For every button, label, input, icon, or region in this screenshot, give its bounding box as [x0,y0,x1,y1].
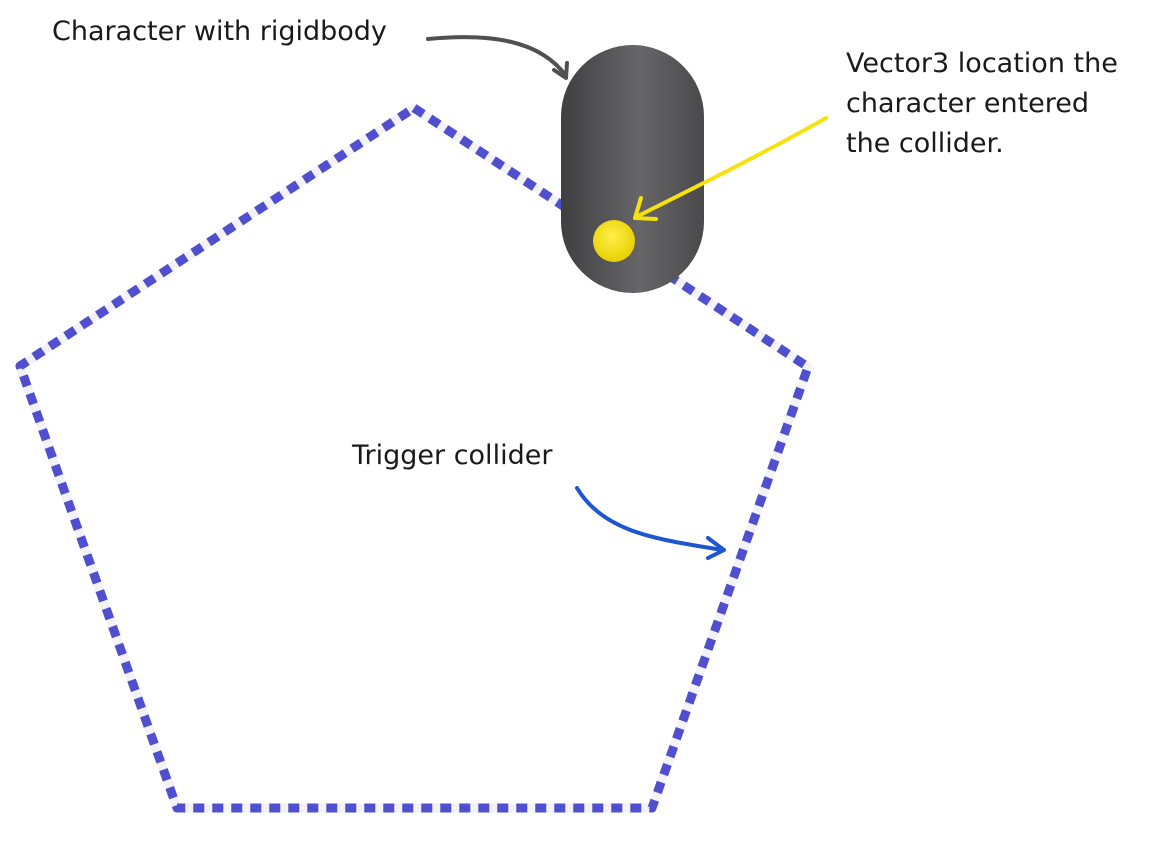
trigger-arrow [575,486,726,560]
character-capsule [561,45,704,293]
contact-point [593,220,635,262]
vector3-label-line-2: character entered [846,88,1090,119]
trigger-collider-pentagon [15,103,813,813]
trigger-label: Trigger collider [352,440,553,471]
vector3-label-line-3: the collider. [846,128,1004,159]
vector3-label-line-1: Vector3 location the [846,48,1118,79]
vector3-label: Vector3 location the character entered t… [846,44,1118,164]
character-arrow [426,35,569,80]
character-label: Character with rigidbody [52,16,387,47]
vector3-arrow [633,116,828,221]
